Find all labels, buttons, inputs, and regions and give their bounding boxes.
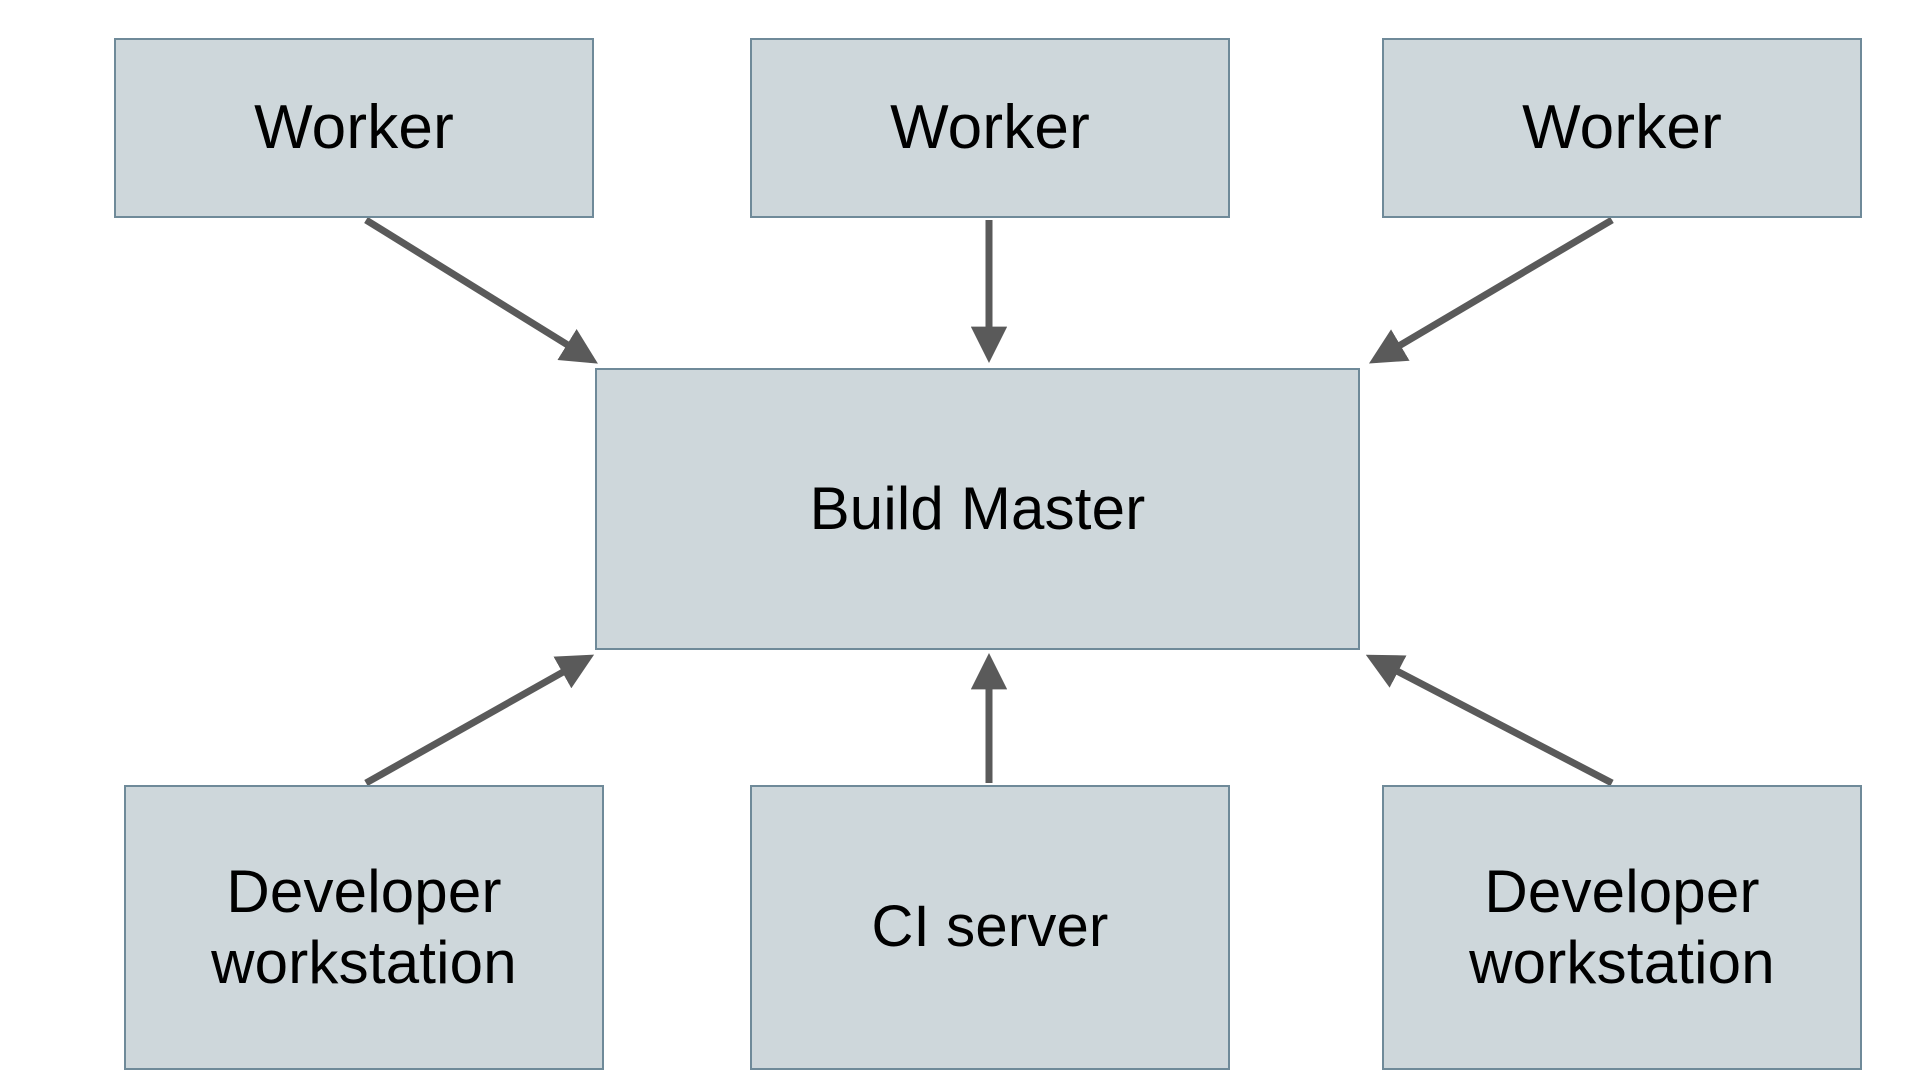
node-developer-workstation-left-label: Developer workstation [211, 857, 517, 996]
node-developer-workstation-right[interactable]: Developer workstation [1382, 785, 1862, 1070]
node-developer-workstation-right-label: Developer workstation [1469, 857, 1775, 996]
arrow-developer-workstation-left-to-build-master [364, 654, 595, 787]
node-developer-workstation-left[interactable]: Developer workstation [124, 785, 604, 1070]
node-worker-3-label: Worker [1522, 93, 1722, 163]
node-worker-3[interactable]: Worker [1382, 38, 1862, 218]
node-ci-server-label: CI server [871, 894, 1109, 960]
node-worker-1[interactable]: Worker [114, 38, 594, 218]
node-ci-server[interactable]: CI server [750, 785, 1230, 1070]
node-build-master[interactable]: Build Master [595, 368, 1360, 650]
arrow-worker-1-to-build-master [364, 217, 598, 364]
node-worker-2-label: Worker [890, 93, 1090, 163]
node-worker-1-label: Worker [254, 93, 454, 163]
arrow-worker-3-to-build-master [1368, 216, 1614, 364]
arrow-developer-workstation-right-to-build-master [1365, 654, 1614, 787]
node-worker-2[interactable]: Worker [750, 38, 1230, 218]
node-build-master-label: Build Master [809, 474, 1146, 542]
